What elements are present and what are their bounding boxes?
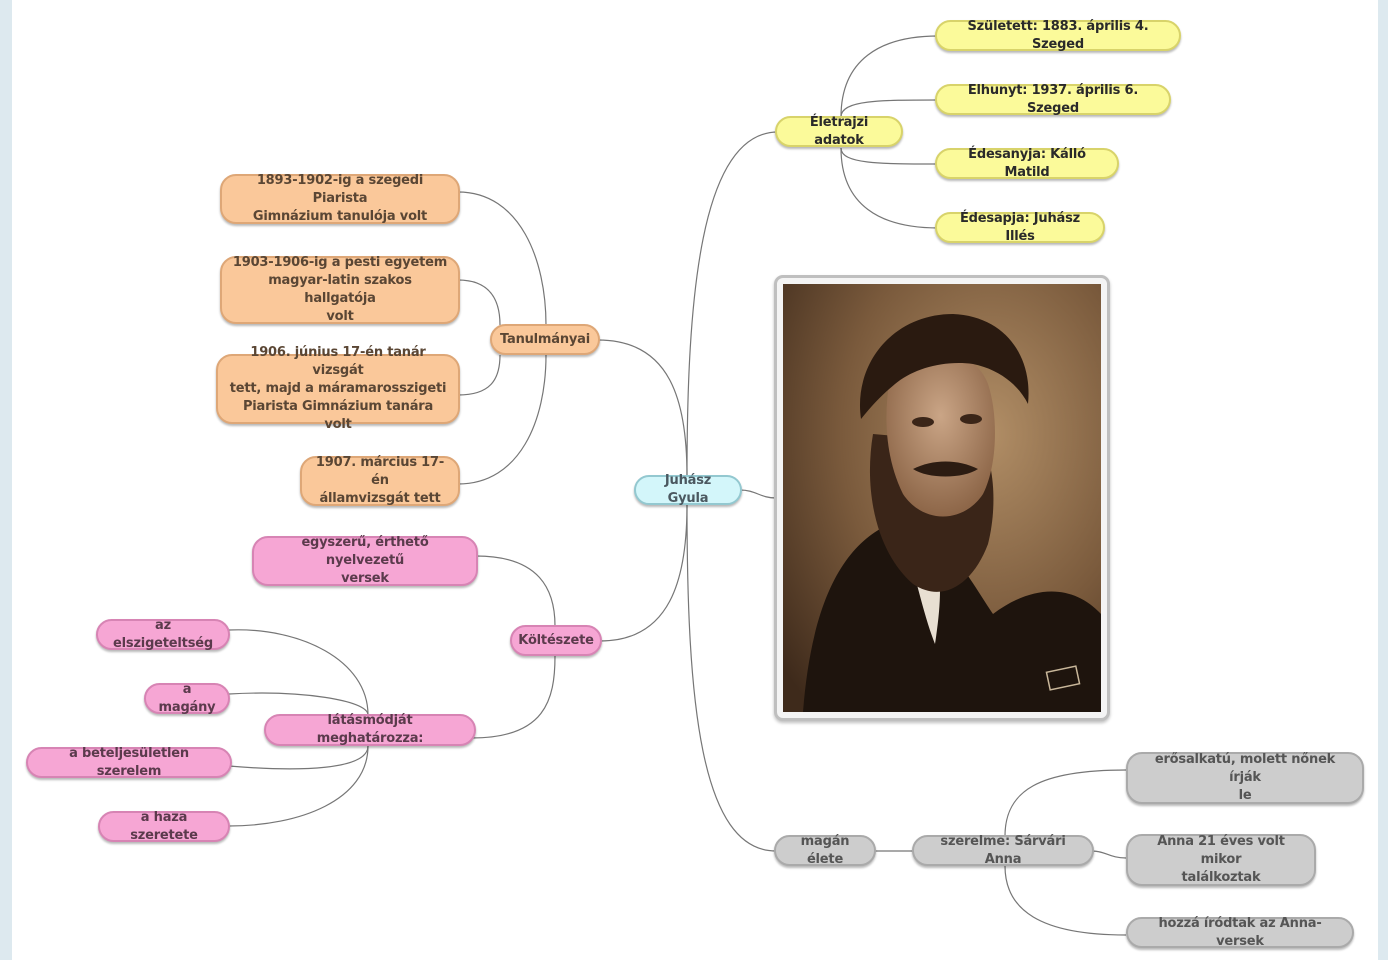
eletrajz-node[interactable]: Életrajzi adatok [775, 114, 903, 148]
eletrajz-item-mother[interactable]: Édesanyja: Kálló Matild [935, 146, 1119, 180]
item-label: hozzá íródtak az Anna-versek [1158, 915, 1322, 949]
eletrajz-item-label: Elhunyt: 1937. április 6. Szeged [967, 82, 1139, 116]
eletrajz-item-died[interactable]: Elhunyt: 1937. április 6. Szeged [935, 82, 1171, 116]
item-text: Anna 21 éves volt mikor találkoztak [1138, 833, 1304, 887]
eletrajz-label: Életrajzi adatok [809, 114, 869, 148]
tanulmanyai-item-4[interactable]: 1907. március 17-én államvizsgát tett [300, 454, 460, 508]
magan-node[interactable]: magán élete [774, 833, 876, 867]
item-label: a haza szeretete [130, 809, 198, 843]
latasmod-label: látásmódját meghatározza: [316, 713, 424, 746]
center-node[interactable]: Juhász Gyula [634, 473, 742, 506]
item-line: volt [326, 309, 354, 324]
item-line: Anna 21 éves volt mikor [1157, 834, 1285, 867]
szerelme-label: szerelme: Sárvári Anna [940, 833, 1066, 867]
szerelme-item-3[interactable]: hozzá íródtak az Anna-versek [1126, 915, 1354, 949]
eletrajz-item-label: Édesapja: Juhász Illés [960, 210, 1080, 244]
latasmod-item-solitude[interactable]: a magány [144, 681, 230, 715]
magan-label: magán élete [800, 833, 850, 867]
eletrajz-item-label: Született: 1883. április 4. Szeged [967, 18, 1149, 52]
item-label: a magány [158, 681, 216, 715]
item-line: Piarista Gimnázium tanára volt [242, 399, 434, 432]
item-line: 1903-1906-ig a pesti egyetem [232, 255, 448, 270]
latasmod-item-homeland[interactable]: a haza szeretete [98, 809, 230, 843]
eletrajz-item-born[interactable]: Született: 1883. április 4. Szeged [935, 18, 1181, 52]
item-line: 1907. március 17-én [315, 455, 445, 488]
item-line: 1893-1902-ig a szegedi Piarista [256, 173, 424, 206]
latasmod-item-unfulfilled-love[interactable]: a beteljesületlen szerelem [26, 745, 232, 779]
eletrajz-item-father[interactable]: Édesapja: Juhász Illés [935, 210, 1105, 244]
item-line: le [1238, 788, 1252, 803]
item-text: 1903-1906-ig a pesti egyetem magyar-lati… [232, 254, 448, 326]
portrait-frame[interactable] [774, 275, 1110, 721]
item-text: 1907. március 17-én államvizsgát tett [312, 454, 448, 508]
item-line: tett, majd a máramarosszigeti [229, 381, 447, 396]
item-line: egyszerű, érthető nyelvezetű [301, 535, 429, 568]
kolteszete-label: Költészete [518, 632, 594, 648]
szerelme-node[interactable]: szerelme: Sárvári Anna [912, 833, 1094, 867]
szerelme-item-1[interactable]: erősalkatú, molett nőnek írják le [1126, 752, 1364, 804]
item-line: 1906. június 17-én tanár vizsgát [250, 345, 426, 378]
tanulmanyai-node[interactable]: Tanulmányai [490, 324, 600, 355]
item-line: Gimnázium tanulója volt [252, 209, 428, 224]
eletrajz-item-label: Édesanyja: Kálló Matild [968, 146, 1086, 180]
tanulmanyai-item-1[interactable]: 1893-1902-ig a szegedi Piarista Gimnáziu… [220, 172, 460, 226]
kolteszete-node[interactable]: Költészete [510, 625, 602, 656]
portrait-photo-icon [783, 284, 1101, 712]
item-line: versek [341, 571, 389, 586]
tanulmanyai-item-3[interactable]: 1906. június 17-én tanár vizsgát tett, m… [216, 345, 460, 432]
item-text: egyszerű, érthető nyelvezetű versek [264, 534, 466, 588]
item-line: államvizsgát tett [319, 491, 441, 506]
latasmod-item-isolation[interactable]: az elszigeteltség [96, 617, 230, 651]
latasmod-node[interactable]: látásmódját meghatározza: [264, 713, 476, 746]
kolteszete-simple-verses[interactable]: egyszerű, érthető nyelvezetű versek [252, 534, 478, 588]
item-line: erősalkatú, molett nőnek írják [1154, 752, 1336, 785]
szerelme-item-2[interactable]: Anna 21 éves volt mikor találkoztak [1126, 834, 1316, 886]
item-text: 1893-1902-ig a szegedi Piarista Gimnáziu… [232, 172, 448, 226]
item-text: erősalkatú, molett nőnek írják le [1138, 751, 1352, 805]
center-label: Juhász Gyula [664, 473, 712, 506]
item-label: az elszigeteltség [113, 617, 213, 651]
item-line: találkoztak [1181, 870, 1261, 885]
item-label: a beteljesületlen szerelem [69, 745, 189, 779]
item-text: 1906. június 17-én tanár vizsgát tett, m… [228, 344, 448, 434]
tanulmanyai-label: Tanulmányai [500, 331, 591, 347]
tanulmanyai-item-2[interactable]: 1903-1906-ig a pesti egyetem magyar-lati… [220, 254, 460, 326]
item-line: magyar-latin szakos hallgatója [268, 273, 412, 306]
